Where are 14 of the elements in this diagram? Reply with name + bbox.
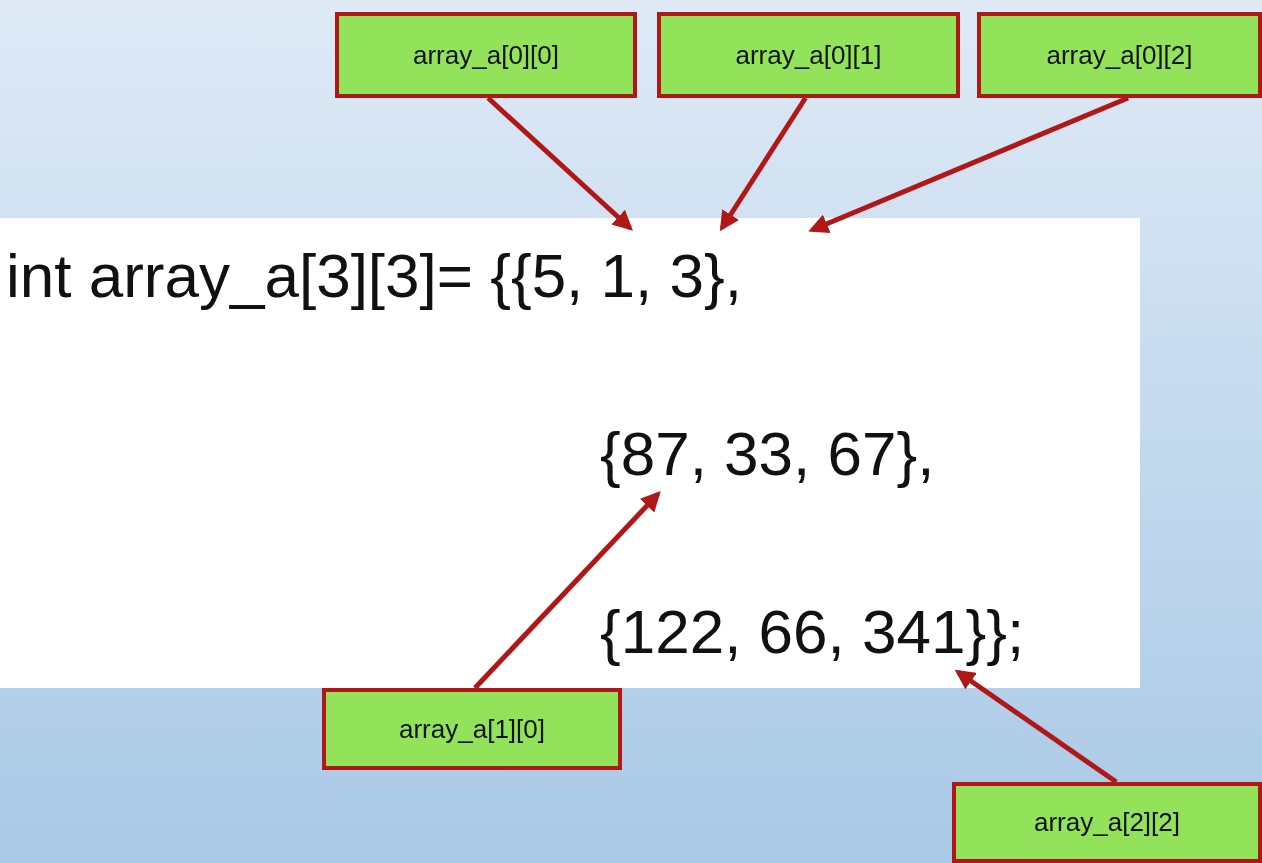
- leader-arrow: [808, 95, 1129, 234]
- code-line: {122, 66, 341}};: [600, 596, 1025, 668]
- leader-arrow: [473, 491, 661, 690]
- code-line: int array_a[3][3]= {{5, 1, 3},: [6, 240, 742, 312]
- callout-label: array_a[2][2]: [952, 782, 1262, 863]
- code-panel: [0, 218, 1140, 688]
- callout-label: array_a[0][0]: [335, 12, 637, 98]
- callout-label: array_a[0][1]: [657, 12, 960, 98]
- code-line: {87, 33, 67},: [600, 418, 935, 490]
- callout-label: array_a[1][0]: [322, 688, 622, 770]
- callout-label: array_a[0][2]: [977, 12, 1262, 98]
- leader-arrow: [719, 96, 808, 232]
- leader-arrow: [954, 669, 1118, 785]
- leader-arrow: [486, 96, 633, 231]
